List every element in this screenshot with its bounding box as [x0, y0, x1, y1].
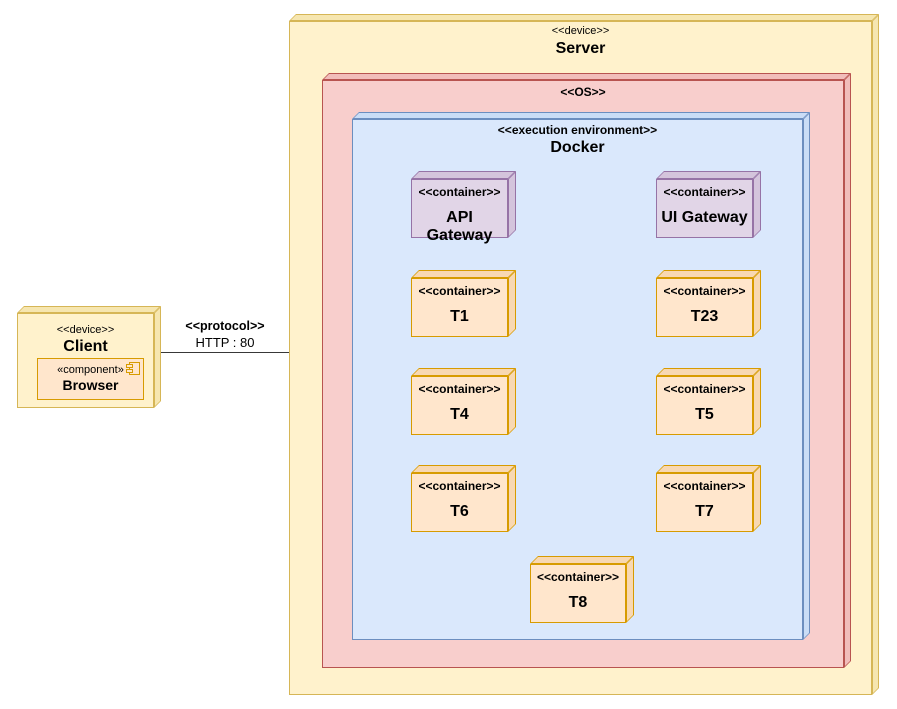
container-name: T1 [450, 308, 469, 325]
os-header: <<OS>> [323, 81, 843, 99]
container-node-t6: <<container>> T6 [411, 473, 508, 532]
client-stereotype: <<device>> [56, 324, 115, 336]
container-stereotype: <<container>> [418, 185, 501, 199]
container-name: T7 [695, 503, 714, 520]
client-header: <<device>> Client [18, 314, 153, 356]
docker-stereotype: <<execution environment>> [497, 123, 658, 137]
docker-execution-environment-node: <<execution environment>> Docker <<conta… [352, 119, 803, 640]
server-stereotype: <<device>> [551, 25, 610, 37]
container-name: T8 [568, 594, 588, 611]
container-name: API Gateway [426, 209, 493, 244]
container-stereotype: <<container>> [663, 185, 746, 199]
protocol-stereotype: <<protocol>> [185, 319, 265, 333]
container-name: UI Gateway [661, 209, 748, 226]
browser-name: Browser [62, 377, 119, 393]
container-stereotype: <<container>> [663, 479, 746, 493]
container-node-t5: <<container>> T5 [656, 376, 753, 435]
component-icon [126, 362, 140, 375]
client-device-node: <<device>> Client «component» Browser [17, 313, 154, 408]
container-node-t1: <<container>> T1 [411, 278, 508, 337]
container-node-t23: <<container>> T23 [656, 278, 753, 337]
docker-header: <<execution environment>> Docker [353, 120, 802, 158]
container-node-t4: <<container>> T4 [411, 376, 508, 435]
container-stereotype: <<container>> [663, 382, 746, 396]
browser-component: «component» Browser [37, 358, 144, 400]
container-stereotype: <<container>> [418, 284, 501, 298]
client-name: Client [63, 338, 108, 356]
browser-stereotype: «component» [57, 364, 124, 376]
container-node-t7: <<container>> T7 [656, 473, 753, 532]
container-name: T4 [450, 406, 469, 423]
container-stereotype: <<container>> [418, 479, 501, 493]
container-node-t8: <<container>> T8 [530, 564, 626, 623]
connection-label: <<protocol>> HTTP : 80 [161, 319, 289, 351]
container-stereotype: <<container>> [536, 570, 620, 584]
os-node: <<OS>> <<execution environment>> Docker … [322, 80, 844, 668]
protocol-value: HTTP : 80 [195, 334, 255, 350]
docker-name: Docker [550, 139, 605, 157]
server-header: <<device>> Server [290, 22, 871, 58]
server-device-node: <<device>> Server <<OS>> <<execution env… [289, 21, 872, 695]
container-node-api-gateway: <<container>> API Gateway [411, 179, 508, 244]
container-stereotype: <<container>> [418, 382, 501, 396]
container-name: T23 [690, 308, 719, 325]
container-name: T5 [695, 406, 714, 423]
server-name: Server [555, 40, 606, 58]
container-node-ui-gateway: <<container>> UI Gateway [656, 179, 753, 238]
os-stereotype: <<OS>> [560, 85, 606, 99]
client-server-connector [161, 352, 289, 353]
container-name: T6 [450, 503, 469, 520]
container-stereotype: <<container>> [663, 284, 746, 298]
